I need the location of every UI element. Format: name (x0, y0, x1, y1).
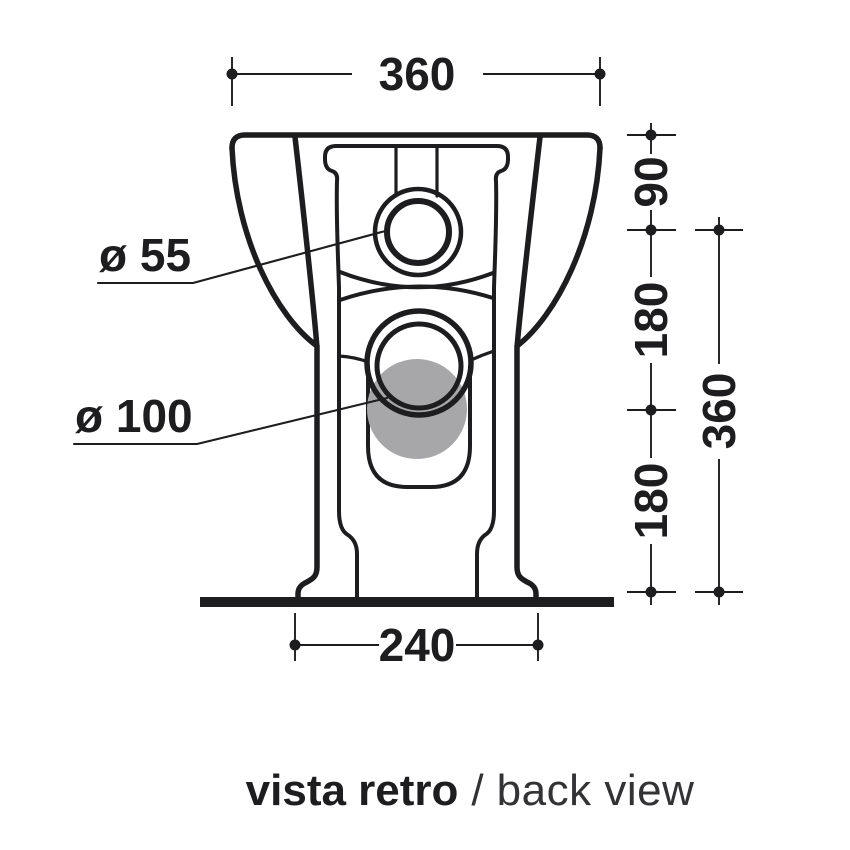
floor-line (200, 597, 614, 607)
dim-endpoint (532, 639, 544, 651)
cavity-left-wall (323, 144, 359, 602)
dim-endpoint (226, 68, 238, 80)
dim-endpoint (289, 639, 301, 651)
band-lower-curve (338, 284, 495, 302)
dim-endpoint (645, 224, 657, 236)
bowl-side-right (514, 145, 603, 349)
dim-line (695, 217, 743, 605)
caption-italian: vista retro (245, 766, 459, 815)
drain-channel (366, 364, 472, 489)
dim-endpoint (645, 129, 657, 141)
dim-top-width-value: 360 (379, 48, 456, 100)
dim-endpoint (645, 586, 657, 598)
dim-endpoint (594, 68, 606, 80)
leader-line (72, 396, 389, 446)
leader-line (96, 228, 391, 285)
small-hole-rings (372, 186, 464, 278)
pedestal-side-right (514, 134, 543, 603)
caption-english: back view (496, 766, 695, 815)
dim-endpoint (713, 224, 725, 236)
large-hole-diameter-label: ø 100 (75, 390, 193, 442)
fixture-outer-silhouette (229, 132, 603, 603)
large-hole-outer-ring (364, 308, 474, 418)
top-rim-edge (229, 132, 603, 151)
view-caption: vista retro / back view (0, 769, 850, 813)
dim-right-low-value: 180 (625, 463, 677, 540)
pedestal-side-left (292, 134, 320, 603)
dim-endpoint (645, 404, 657, 416)
dim-right-total-value: 360 (693, 373, 745, 450)
caption-separator: / (471, 766, 484, 815)
dim-right-mid-value: 180 (625, 282, 677, 359)
center-channel-lines (394, 146, 439, 198)
connector-right (469, 349, 496, 362)
bowl-side-left (229, 145, 320, 349)
dimension-top-width: 360 (226, 48, 606, 106)
connector-left (337, 354, 370, 364)
leader-small-hole: ø 55 (96, 228, 391, 285)
dimension-right-total: 360 (693, 217, 745, 605)
dimension-bottom-width: 240 (289, 613, 544, 671)
small-hole-inner-ring (384, 198, 452, 266)
large-hole-rings (364, 308, 474, 418)
leader-large-hole: ø 100 (72, 390, 389, 446)
small-hole-outer-ring (372, 186, 464, 278)
dim-line (231, 57, 601, 106)
dim-endpoint (713, 586, 725, 598)
large-hole-inner-ring (374, 321, 464, 411)
dim-right-top-value: 90 (625, 156, 677, 207)
dim-bottom-width-value: 240 (379, 619, 456, 671)
dimension-right-chain: 90 180 180 (625, 123, 677, 605)
cavity-right-wall (475, 144, 510, 602)
small-hole-diameter-label: ø 55 (99, 229, 191, 281)
fixture-inner-structure (323, 144, 510, 602)
dim-line (294, 613, 539, 661)
